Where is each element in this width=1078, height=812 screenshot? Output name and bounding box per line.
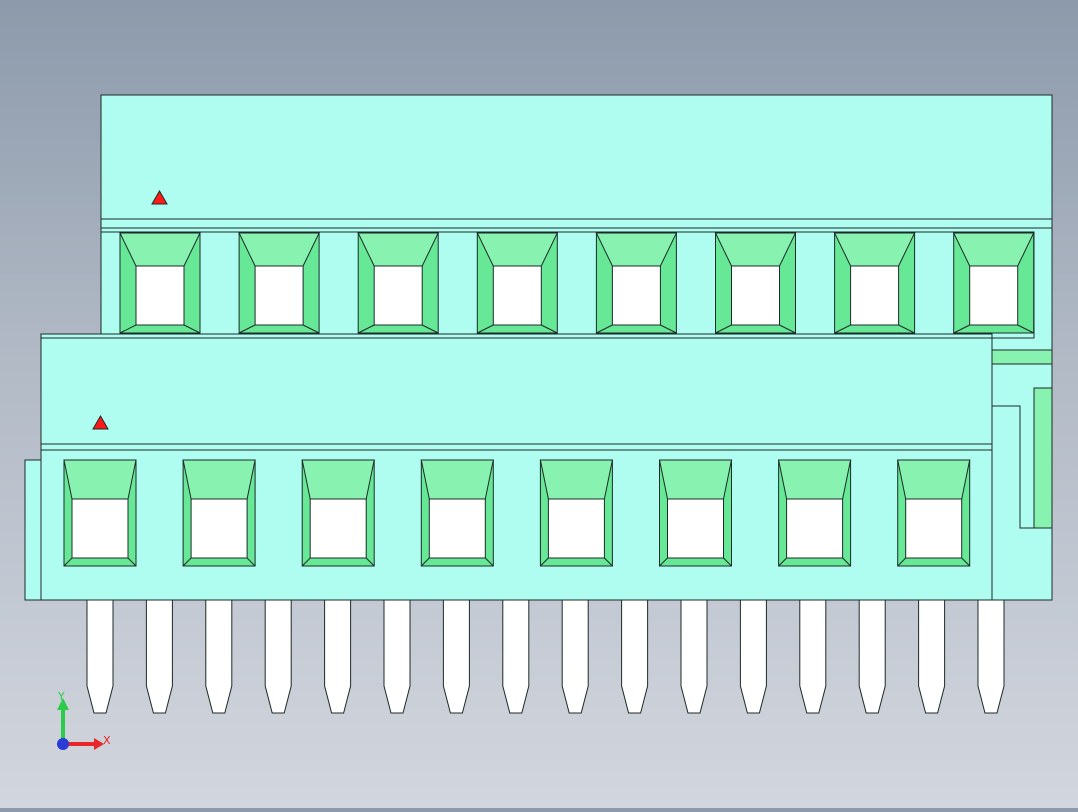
lower-pocket-1-bevel xyxy=(63,557,73,567)
lower-pocket-1-bevel xyxy=(127,557,137,567)
pin-9 xyxy=(561,599,589,714)
lower-pocket-4-hole xyxy=(428,498,486,559)
upper-pocket-5-bevel xyxy=(596,324,613,334)
pin-2 xyxy=(145,599,173,714)
lower-pocket-6-bevel xyxy=(659,557,668,567)
lower-pocket-7-bevel xyxy=(842,557,851,567)
lower-pocket-8-taper xyxy=(897,459,971,500)
upper-pocket-2-hole xyxy=(254,265,304,326)
pin-12 xyxy=(739,599,767,714)
lower-pocket-7-taper xyxy=(777,459,852,500)
lower-pocket-8-bevel xyxy=(897,557,907,567)
x-axis-label: X xyxy=(103,734,111,747)
upper-pocket-5-hole xyxy=(611,265,661,326)
lower-pocket-4-bevel xyxy=(420,557,430,567)
pin-11 xyxy=(680,599,708,714)
upper-pocket-4-hole xyxy=(492,265,542,326)
upper-pocket-6-bevel xyxy=(715,324,732,334)
upper-pocket-6-hole xyxy=(731,265,780,326)
pin-14 xyxy=(858,599,886,714)
pin-5 xyxy=(324,599,352,714)
pin-1 xyxy=(86,599,114,714)
upper-pocket-3-bevel xyxy=(357,324,375,334)
upper-pocket-4-bevel xyxy=(541,324,558,334)
upper-pocket-5-bevel xyxy=(660,324,677,334)
lower-pocket-7-bevel xyxy=(778,557,787,567)
side-latch-edge xyxy=(992,405,1052,529)
lower-pocket-2-bevel xyxy=(182,557,192,567)
lower-pocket-6-hole xyxy=(667,498,724,559)
upper-pocket-1-bevel xyxy=(183,324,201,334)
pin-4 xyxy=(264,599,292,714)
y-axis-head xyxy=(57,698,69,710)
side-latch-slot xyxy=(1033,387,1053,529)
upper-pin1-marker xyxy=(151,189,168,205)
upper-pocket-3-hole xyxy=(373,265,423,326)
upper-pocket-row xyxy=(119,232,1035,334)
lower-pocket-6-taper xyxy=(658,459,733,500)
pin-3 xyxy=(205,599,233,714)
lower-pocket-5-bevel xyxy=(540,557,549,567)
lower-pocket-row xyxy=(63,459,971,567)
pin-13 xyxy=(799,599,827,714)
lower-pocket-4-taper xyxy=(420,459,494,500)
lower-pocket-2-taper xyxy=(182,459,256,500)
upper-pocket-2-bevel xyxy=(238,324,256,334)
upper-pocket-7-hole xyxy=(850,265,900,326)
lower-pocket-1-taper xyxy=(63,459,137,500)
upper-pocket-3-bevel xyxy=(421,324,439,334)
lower-pocket-8-bevel xyxy=(961,557,971,567)
x-axis-head xyxy=(94,738,104,750)
lower-pocket-5-bevel xyxy=(604,557,613,567)
lower-pocket-2-bevel xyxy=(246,557,256,567)
axis-triad[interactable]: Y X xyxy=(57,690,111,750)
lower-pocket-6-bevel xyxy=(723,557,732,567)
upper-pocket-6-bevel xyxy=(779,324,796,334)
side-latch-rail xyxy=(991,349,1053,365)
lower-pocket-7-hole xyxy=(786,498,844,559)
upper-pocket-1-hole xyxy=(135,265,185,326)
y-axis-label: Y xyxy=(57,690,65,703)
lower-pocket-3-hole xyxy=(309,498,367,559)
lower-pocket-3-bevel xyxy=(365,557,375,567)
upper-pocket-8-hole xyxy=(969,265,1019,326)
pin-8 xyxy=(502,599,530,714)
pin-10 xyxy=(621,599,649,714)
pin-16 xyxy=(977,599,1005,714)
upper-pocket-2-bevel xyxy=(302,324,320,334)
lower-pocket-2-hole xyxy=(190,498,248,559)
pin-6 xyxy=(383,599,411,714)
pin-7 xyxy=(442,599,470,714)
pin1-markers xyxy=(92,189,168,430)
upper-pocket-7-bevel xyxy=(834,324,851,334)
z-axis-dot xyxy=(57,738,69,750)
pin-15 xyxy=(918,599,946,714)
upper-pocket-7-bevel xyxy=(898,324,915,334)
upper-pocket-4-bevel xyxy=(477,324,494,334)
lower-pocket-3-taper xyxy=(301,459,375,500)
lower-housing-flange xyxy=(24,459,42,601)
lower-pocket-8-hole xyxy=(905,498,963,559)
lower-pocket-3-bevel xyxy=(301,557,311,567)
lower-pocket-5-taper xyxy=(539,459,614,500)
upper-pocket-8-bevel xyxy=(1017,324,1034,334)
upper-pocket-8-bevel xyxy=(953,324,970,334)
lower-pocket-5-hole xyxy=(547,498,605,559)
lower-pin1-marker xyxy=(92,414,109,430)
upper-pocket-1-bevel xyxy=(119,324,137,334)
lower-pocket-4-bevel xyxy=(484,557,494,567)
pin-row xyxy=(86,599,1005,714)
lower-pocket-1-hole xyxy=(71,498,129,559)
side-latch xyxy=(991,349,1053,601)
